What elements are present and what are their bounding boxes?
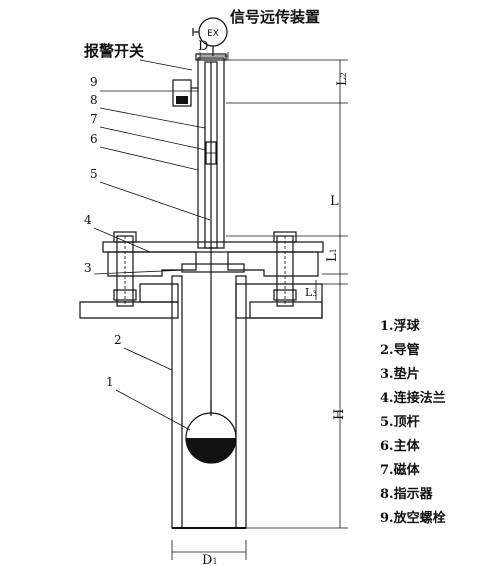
alarm-switch-label: 报警开关 <box>84 42 144 60</box>
vessel-flange <box>79 283 323 319</box>
dim-d1-label: D1 <box>202 553 218 566</box>
vent-bolt <box>172 79 198 107</box>
legend-item-2: 2.导管 <box>380 342 420 358</box>
callout-3: 3 <box>84 261 92 275</box>
callout-7: 7 <box>90 112 98 126</box>
callout-8: 8 <box>90 93 98 107</box>
transmitter-label: 信号远传装置 <box>230 8 320 26</box>
float-ball <box>185 400 237 464</box>
legend-item-5: 5.顶杆 <box>380 414 420 430</box>
ex-mark: EX <box>207 29 219 39</box>
main-body <box>195 53 227 415</box>
legend-item-6: 6.主体 <box>380 438 421 454</box>
dim-h-label: H <box>332 409 347 420</box>
callout-2: 2 <box>114 333 122 347</box>
callout-4: 4 <box>84 213 92 227</box>
legend-item-3: 3.垫片 <box>380 366 420 382</box>
dim-l-label: L <box>330 194 339 209</box>
legend-item-9: 9.放空螺栓 <box>380 510 446 526</box>
dim-d-label: D <box>198 39 208 54</box>
callout-6: 6 <box>90 132 98 146</box>
callout-5: 5 <box>90 167 98 181</box>
legend-item-8: 8.指示器 <box>380 486 434 502</box>
dim-l3-label: L3 <box>305 286 317 299</box>
legend-item-4: 4.连接法兰 <box>380 390 446 406</box>
legend: 1.浮球 2.导管 3.垫片 4.连接法兰 5.顶杆 6.主体 7.磁体 8.指… <box>380 318 446 526</box>
dimension-lines <box>226 59 348 529</box>
callout-1: 1 <box>106 375 114 389</box>
connection-flange <box>102 231 324 307</box>
callouts: 9 8 7 6 5 4 3 2 1 <box>84 75 211 431</box>
guide-tube <box>171 275 247 560</box>
legend-item-7: 7.磁体 <box>380 462 421 478</box>
legend-item-1: 1.浮球 <box>380 318 421 334</box>
dim-l2-label: L2 <box>335 72 350 86</box>
callout-9: 9 <box>90 75 98 89</box>
dim-d-top <box>199 52 229 60</box>
dim-l1-label: L1 <box>325 248 340 262</box>
